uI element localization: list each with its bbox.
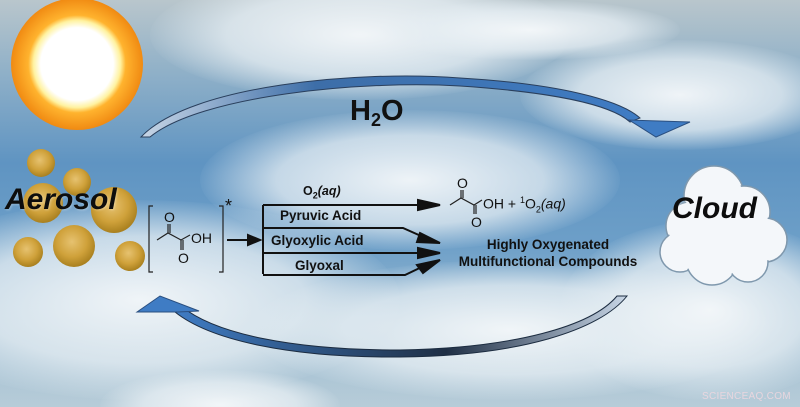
cycle-arrow-top [139,75,691,138]
oxygen-phase: (aq) [540,195,566,212]
water-label-h: H [350,95,371,127]
plus-sign: + [507,195,517,212]
reactant-structure [148,205,224,273]
water-label-sub: 2 [370,110,381,130]
product-o-top: O [457,175,468,191]
singlet-superscript: 1 [519,195,525,205]
pathway-pyruvic-acid: Pyruvic Acid [280,208,362,223]
water-label-o: O [380,95,404,127]
o2-sub: 2 [312,190,318,201]
cloud-icon [659,165,788,286]
water-label: H2O [350,95,404,131]
products-line-2: Multifunctional Compounds [458,254,638,269]
pathway-glyoxal: Glyoxal [295,258,344,273]
products-label: Highly Oxygenated Multifunctional Compou… [443,236,653,270]
excited-star: * [225,196,233,216]
reaction-arrows [227,198,441,276]
oxygen-o: O [524,195,536,212]
product-singlet-oxygen: OH + 1O2(aq) [483,195,566,214]
aerosol-label: Aerosol [5,183,117,216]
aerosol-particles-icon [13,149,145,271]
cycle-arrow-bottom [135,295,629,358]
product-oh: OH [483,195,504,212]
sky-cloud [380,0,680,60]
reactant-oh: OH [191,230,212,246]
product-o-bottom: O [471,214,482,230]
watermark: SCIENCEAQ.COM [702,391,791,402]
pathway-o2-label: O2(aq) [303,184,341,201]
cloud-label: Cloud [672,192,757,225]
reactant-o-top: O [164,209,175,225]
reactant-o-bottom: O [178,250,189,266]
products-line-1: Highly Oxygenated [486,237,610,252]
oxygen-sub: 2 [535,204,541,215]
sun-icon [11,0,143,130]
o2-phase: (aq) [317,184,341,198]
pathway-glyoxylic-acid: Glyoxylic Acid [271,233,364,248]
product-structure [449,190,483,214]
o2-o: O [303,184,313,198]
